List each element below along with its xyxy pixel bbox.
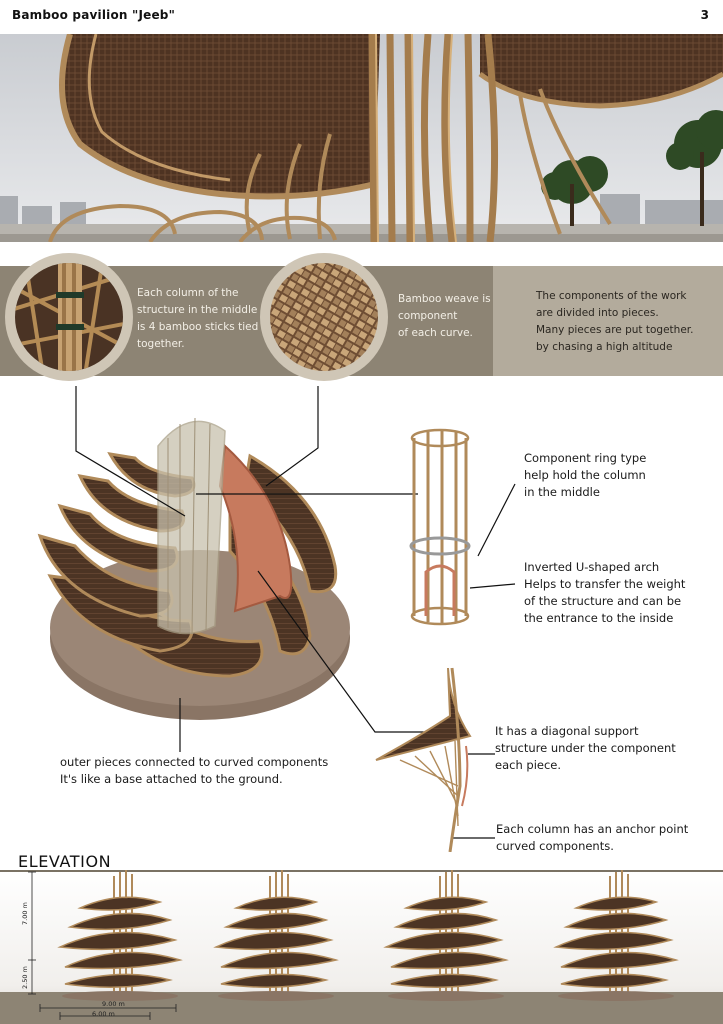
column-detail-photo [5,253,133,381]
ring-note: Component ring type help hold the column… [524,451,647,499]
central-column [157,420,226,635]
page-number: 3 [700,8,709,22]
column-caption: Each column of the structure in the midd… [137,287,259,350]
dimension-lines [28,871,177,1020]
components-caption: The components of the work are divided i… [536,290,694,353]
petal-support-drawing [375,667,472,852]
arch-note: Inverted U-shaped arch Helps to transfer… [524,560,686,625]
diagonal-support-note: It has a diagonal support structure unde… [495,724,676,772]
weave-detail-photo [260,253,388,381]
anchor-note: Each column has an anchor point curved c… [496,822,689,853]
hero-render-image [0,34,723,242]
page-title: Bamboo pavilion "Jeeb" [12,8,176,22]
leader-lines [75,386,516,839]
dim-height-total: 7.00 m [21,902,29,925]
outer-pieces-note: outer pieces connected to curved compone… [60,755,329,786]
arch-panel [218,443,293,613]
dim-height-base: 2.50 m [21,966,29,989]
weave-caption: Bamboo weave is component of each curve. [398,293,491,339]
elevation-title: ELEVATION [18,852,112,871]
axonometric-diagram [37,386,516,852]
ring-component-drawing [409,428,471,626]
dim-width-total: 9.00 m [102,1000,125,1008]
elevation-drawing [0,870,723,1024]
dim-width-inner: 6.00 m [92,1010,115,1018]
